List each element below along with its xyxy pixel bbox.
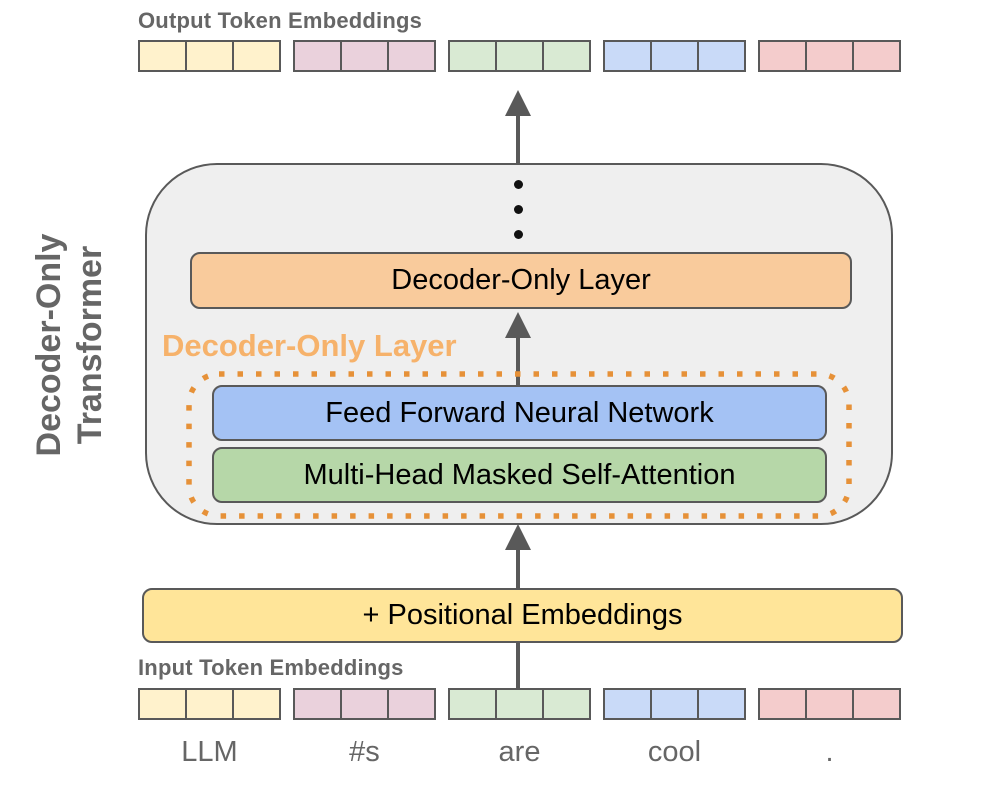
embedding-cell	[542, 42, 589, 70]
embedding-cell	[450, 690, 495, 718]
output-embedding-strip	[758, 40, 901, 72]
embedding-cell	[760, 690, 805, 718]
embedding-cell	[805, 42, 852, 70]
arrow-up-transformer-head	[505, 524, 531, 550]
output-token-embeddings-title: Output Token Embeddings	[138, 8, 423, 33]
decoder-only-layer-callout-label: Decoder-Only Layer	[162, 328, 457, 363]
embedding-cell	[140, 690, 185, 718]
token-label: are	[498, 736, 541, 768]
layers-ellipsis-dot	[514, 230, 523, 239]
arrow-up-layer-shaft	[516, 334, 520, 385]
embedding-cell	[387, 42, 434, 70]
embedding-cell	[232, 42, 279, 70]
embedding-cell	[697, 42, 744, 70]
embedding-cell	[295, 690, 340, 718]
arrow-up-output-shaft	[516, 112, 520, 164]
output-embedding-strip	[448, 40, 591, 72]
input-token-embeddings-title: Input Token Embeddings	[138, 655, 404, 680]
token-label: cool	[647, 736, 702, 768]
embedding-cell	[185, 690, 232, 718]
embedding-cell	[495, 690, 542, 718]
token-label: #s	[349, 736, 380, 768]
embedding-cell	[340, 42, 387, 70]
output-embedding-strip	[603, 40, 746, 72]
decoder-only-layer-box-label: Decoder-Only Layer	[391, 264, 651, 296]
embedding-cell	[805, 690, 852, 718]
output-embedding-strip	[293, 40, 436, 72]
arrow-up-layer-head	[505, 312, 531, 338]
token-label: LLM	[181, 736, 238, 768]
transformer-label-line2: Transformer	[70, 245, 109, 445]
embedding-cell	[605, 42, 650, 70]
arrow-up-transformer-shaft	[516, 548, 520, 588]
feed-forward-box-label: Feed Forward Neural Network	[325, 396, 714, 429]
input-to-positional-connector	[516, 643, 520, 689]
embedding-cell	[295, 42, 340, 70]
positional-embeddings-box-label: + Positional Embeddings	[362, 599, 683, 631]
input-embedding-strip	[293, 688, 436, 720]
output-embedding-strip	[138, 40, 281, 72]
masked-self-attention-box-label: Multi-Head Masked Self-Attention	[303, 458, 736, 491]
positional-embeddings-box: + Positional Embeddings	[142, 588, 903, 643]
input-embedding-strip	[138, 688, 281, 720]
embedding-cell	[605, 690, 650, 718]
embedding-cell	[387, 690, 434, 718]
embedding-cell	[760, 42, 805, 70]
embedding-cell	[340, 690, 387, 718]
transformer-label-line1: Decoder-Only	[30, 233, 68, 457]
embedding-cell	[542, 690, 589, 718]
layers-ellipsis-dot	[514, 180, 523, 189]
embedding-cell	[450, 42, 495, 70]
embedding-cell	[232, 690, 279, 718]
embedding-cell	[650, 42, 697, 70]
embedding-cell	[650, 690, 697, 718]
arrow-up-output-head	[505, 90, 531, 116]
decoder-only-layer-box: Decoder-Only Layer	[190, 252, 852, 309]
decoder-only-layer-callout-outline	[186, 371, 852, 519]
feed-forward-box: Feed Forward Neural Network	[212, 385, 827, 441]
input-embedding-strip	[448, 688, 591, 720]
embedding-cell	[140, 42, 185, 70]
embedding-cell	[495, 42, 542, 70]
input-embedding-strip	[758, 688, 901, 720]
token-label: .	[825, 736, 834, 768]
input-embedding-strip	[603, 688, 746, 720]
embedding-cell	[185, 42, 232, 70]
layers-ellipsis-dot	[514, 205, 523, 214]
embedding-cell	[852, 690, 899, 718]
decoder-only-transformer-label: Decoder-Only Transformer	[29, 145, 115, 545]
embedding-cell	[852, 42, 899, 70]
masked-self-attention-box: Multi-Head Masked Self-Attention	[212, 447, 827, 503]
embedding-cell	[697, 690, 744, 718]
